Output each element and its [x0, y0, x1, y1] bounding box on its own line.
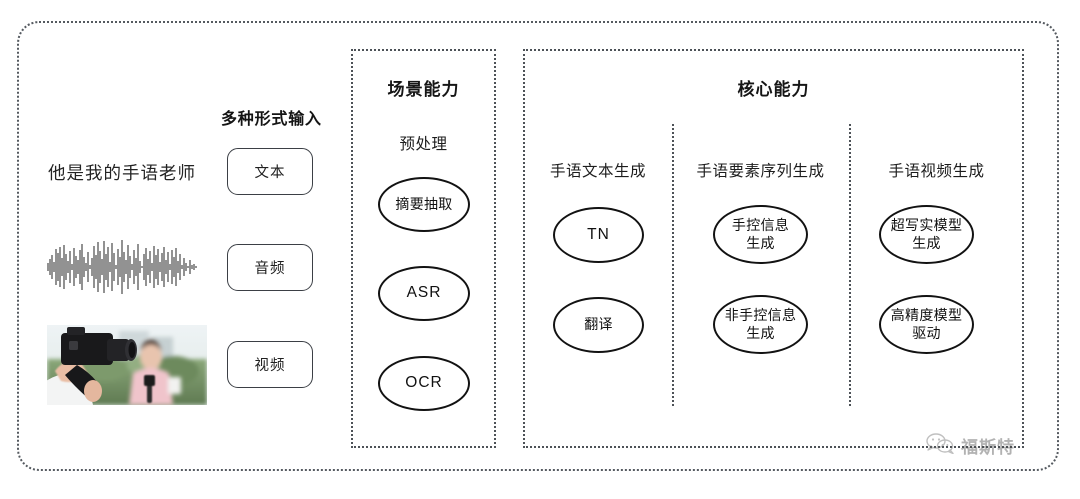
scene-node-ocr-label: OCR: [405, 374, 443, 392]
input-chip-video[interactable]: 视频: [227, 341, 313, 388]
core-node-tn[interactable]: TN: [553, 207, 644, 263]
core-node-high-precision-model-driving[interactable]: 高精度模型 驱动: [879, 295, 974, 354]
core-column-divider-1: [672, 124, 674, 406]
core-column-divider-2: [849, 124, 851, 406]
input-chip-text-label: 文本: [254, 165, 286, 181]
core-column-label-text-generation: 手语文本生成: [549, 163, 646, 180]
core-node-non-manual-signal-generation-label: 非手控信息 生成: [724, 307, 797, 341]
core-column-label-element-sequence: 手语要素序列生成: [696, 163, 825, 180]
core-node-translation-label: 翻译: [584, 316, 613, 333]
watermark: 福斯特: [925, 432, 1015, 459]
watermark-text: 福斯特: [961, 438, 1015, 457]
input-chip-audio-label: 音频: [254, 261, 286, 277]
scene-node-asr[interactable]: ASR: [378, 266, 470, 321]
text-sample: 他是我的手语老师: [48, 163, 196, 183]
core-node-photorealistic-model-generation-label: 超写实模型 生成: [890, 217, 963, 251]
scene-capability-panel: 场景能力: [351, 49, 496, 448]
scene-node-summary-extraction[interactable]: 摘要抽取: [378, 177, 470, 232]
wechat-chat-bubble-icon: [925, 432, 955, 459]
input-chip-video-label: 视频: [254, 358, 286, 374]
core-node-photorealistic-model-generation[interactable]: 超写实模型 生成: [879, 205, 974, 264]
video-thumbnail: [47, 325, 207, 405]
scene-panel-title: 场景能力: [387, 80, 460, 99]
scene-node-ocr[interactable]: OCR: [378, 356, 470, 411]
core-node-high-precision-model-driving-label: 高精度模型 驱动: [890, 307, 963, 341]
input-chip-text[interactable]: 文本: [227, 148, 313, 195]
audio-waveform: [44, 238, 202, 296]
input-chip-audio[interactable]: 音频: [227, 244, 313, 291]
core-node-tn-label: TN: [587, 225, 610, 243]
core-node-translation[interactable]: 翻译: [553, 297, 644, 353]
core-node-manual-signal-generation-label: 手控信息 生成: [731, 217, 790, 251]
scene-node-summary-extraction-label: 摘要抽取: [395, 195, 453, 212]
core-node-manual-signal-generation[interactable]: 手控信息 生成: [713, 205, 808, 264]
scene-node-asr-label: ASR: [406, 284, 442, 302]
core-capability-panel: 核心能力: [523, 49, 1024, 448]
core-node-non-manual-signal-generation[interactable]: 非手控信息 生成: [713, 295, 808, 354]
core-column-label-video-generation: 手语视频生成: [888, 163, 985, 180]
input-section-heading: 多种形式输入: [221, 111, 322, 128]
scene-column-label-preprocess: 预处理: [399, 136, 448, 153]
core-panel-title: 核心能力: [737, 80, 810, 99]
